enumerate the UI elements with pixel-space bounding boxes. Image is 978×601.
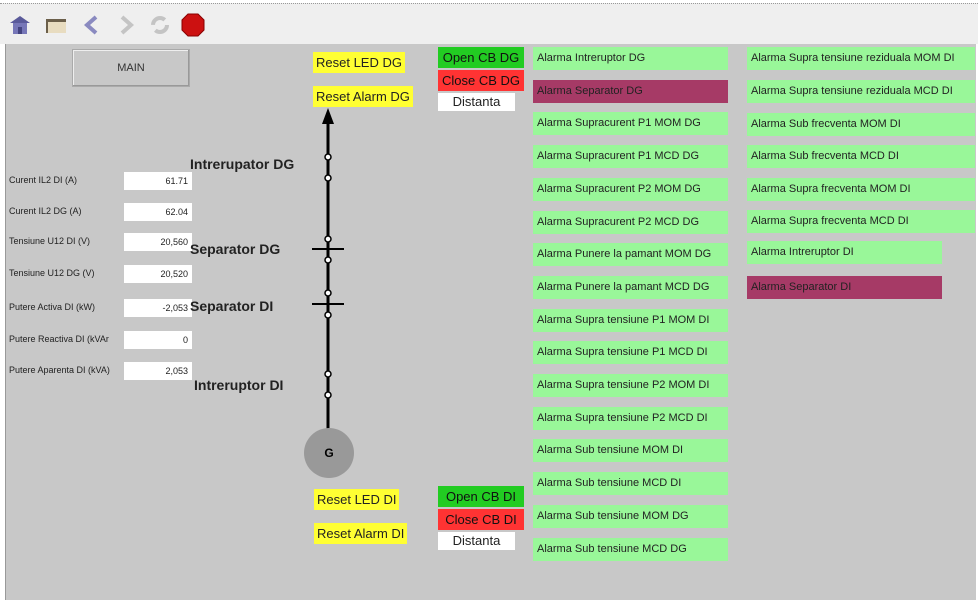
open-cb-di-button[interactable]: Open CB DI: [438, 486, 524, 507]
intreruptor-di-label: Intreruptor DI: [194, 377, 284, 393]
separator-di-contact: [324, 289, 332, 297]
generator-label: G: [324, 446, 334, 460]
alarm-indicator: Alarma Sub tensiune MCD DG: [533, 537, 728, 561]
measurement-value: 2,053: [124, 362, 192, 380]
measurement-label: Curent IL2 DI (A): [9, 175, 78, 185]
reset-alarm-di-button[interactable]: Reset Alarm DI: [314, 523, 408, 544]
measurement-label: Putere Aparenta DI (kVA): [9, 365, 110, 375]
alarm-indicator: Alarma Supra frecventa MCD DI: [747, 210, 975, 233]
alarm-indicator: Alarma Intreruptor DG: [533, 47, 728, 70]
measurement-value: 62.04: [124, 203, 192, 221]
alarm-indicator: Alarma Sub frecventa MCD DI: [747, 145, 975, 168]
alarm-indicator: Alarma Supra tensiune reziduala MOM DI: [747, 47, 975, 70]
measurement-value: 20,520: [124, 265, 192, 283]
mode-di-indicator: Distanta: [438, 532, 515, 550]
main-button[interactable]: MAIN: [72, 49, 190, 87]
intrerupator-dg-label: Intrerupator DG: [190, 156, 295, 172]
alarm-indicator: Alarma Separator DG: [533, 79, 728, 103]
breaker-di-contact: [324, 370, 332, 378]
arrow-icon: [322, 108, 334, 124]
breaker-dg-contact: [324, 153, 332, 161]
separator-di-label: Separator DI: [190, 298, 274, 314]
alarm-indicator: Alarma Punere la pamant MCD DG: [533, 275, 728, 299]
measurement-value: -2,053: [124, 299, 192, 317]
measurement-label: Putere Activa DI (kW): [9, 302, 96, 312]
alarm-indicator: Alarma Supra tensiune reziduala MCD DI: [747, 80, 975, 103]
alarm-indicator: Alarma Separator DI: [747, 276, 942, 299]
measurement-value: 20,560: [124, 233, 192, 251]
alarm-indicator: Alarma Supra tensiune P1 MOM DI: [533, 308, 728, 332]
measurement-label: Curent IL2 DG (A): [9, 206, 82, 216]
alarm-indicator: Alarma Supra tensiune P1 MCD DI: [533, 341, 728, 365]
alarm-indicator: Alarma Supra tensiune P2 MCD DI: [533, 406, 728, 430]
alarm-indicator: Alarma Supra frecventa MOM DI: [747, 178, 975, 201]
back-icon[interactable]: [80, 13, 104, 37]
separator-dg-contact: [324, 235, 332, 243]
alarm-indicator: Alarma Supracurent P2 MCD DG: [533, 210, 728, 234]
alarm-indicator: Alarma Supracurent P1 MOM DG: [533, 112, 728, 136]
measurement-label: Tensiune U12 DI (V): [9, 236, 91, 246]
alarm-indicator: Alarma Supra tensiune P2 MOM DI: [533, 374, 728, 397]
reset-led-dg-button[interactable]: Reset LED DG: [313, 52, 405, 73]
alarm-indicator: Alarma Sub tensiune MOM DG: [533, 504, 728, 528]
alarm-indicator: Alarma Sub frecventa MOM DI: [747, 113, 975, 136]
close-cb-dg-button[interactable]: Close CB DG: [438, 70, 524, 91]
reset-alarm-dg-button[interactable]: Reset Alarm DG: [313, 86, 413, 107]
reset-led-di-button[interactable]: Reset LED DI: [314, 489, 400, 510]
alarm-indicator: Alarma Supracurent P2 MOM DG: [533, 177, 728, 201]
toolbar: [0, 3, 978, 44]
refresh-icon[interactable]: [148, 13, 172, 37]
alarm-indicator: Alarma Intreruptor DI: [747, 241, 942, 264]
close-cb-di-button[interactable]: Close CB DI: [438, 509, 524, 530]
separator-dg-label: Separator DG: [190, 241, 281, 257]
single-line-diagram: [304, 108, 354, 478]
alarm-indicator: Alarma Punere la pamant MOM DG: [533, 243, 728, 267]
generator-symbol: [304, 428, 354, 478]
alarm-indicator: Alarma Sub tensiune MOM DI: [533, 439, 728, 463]
measurement-label: Putere Reactiva DI (kVAr: [9, 334, 109, 344]
stop-icon[interactable]: [181, 13, 205, 37]
alarm-indicator: Alarma Supracurent P1 MCD DG: [533, 145, 728, 169]
alarm-indicator: Alarma Sub tensiune MCD DI: [533, 472, 728, 496]
measurement-value: 61.71: [124, 172, 192, 190]
forward-icon[interactable]: [114, 13, 138, 37]
home-icon[interactable]: [8, 13, 32, 37]
folder-icon[interactable]: [44, 13, 68, 37]
measurement-value: 0: [124, 331, 192, 349]
mode-dg-indicator: Distanta: [438, 93, 515, 111]
measurement-label: Tensiune U12 DG (V): [9, 268, 95, 278]
open-cb-dg-button[interactable]: Open CB DG: [438, 47, 524, 68]
